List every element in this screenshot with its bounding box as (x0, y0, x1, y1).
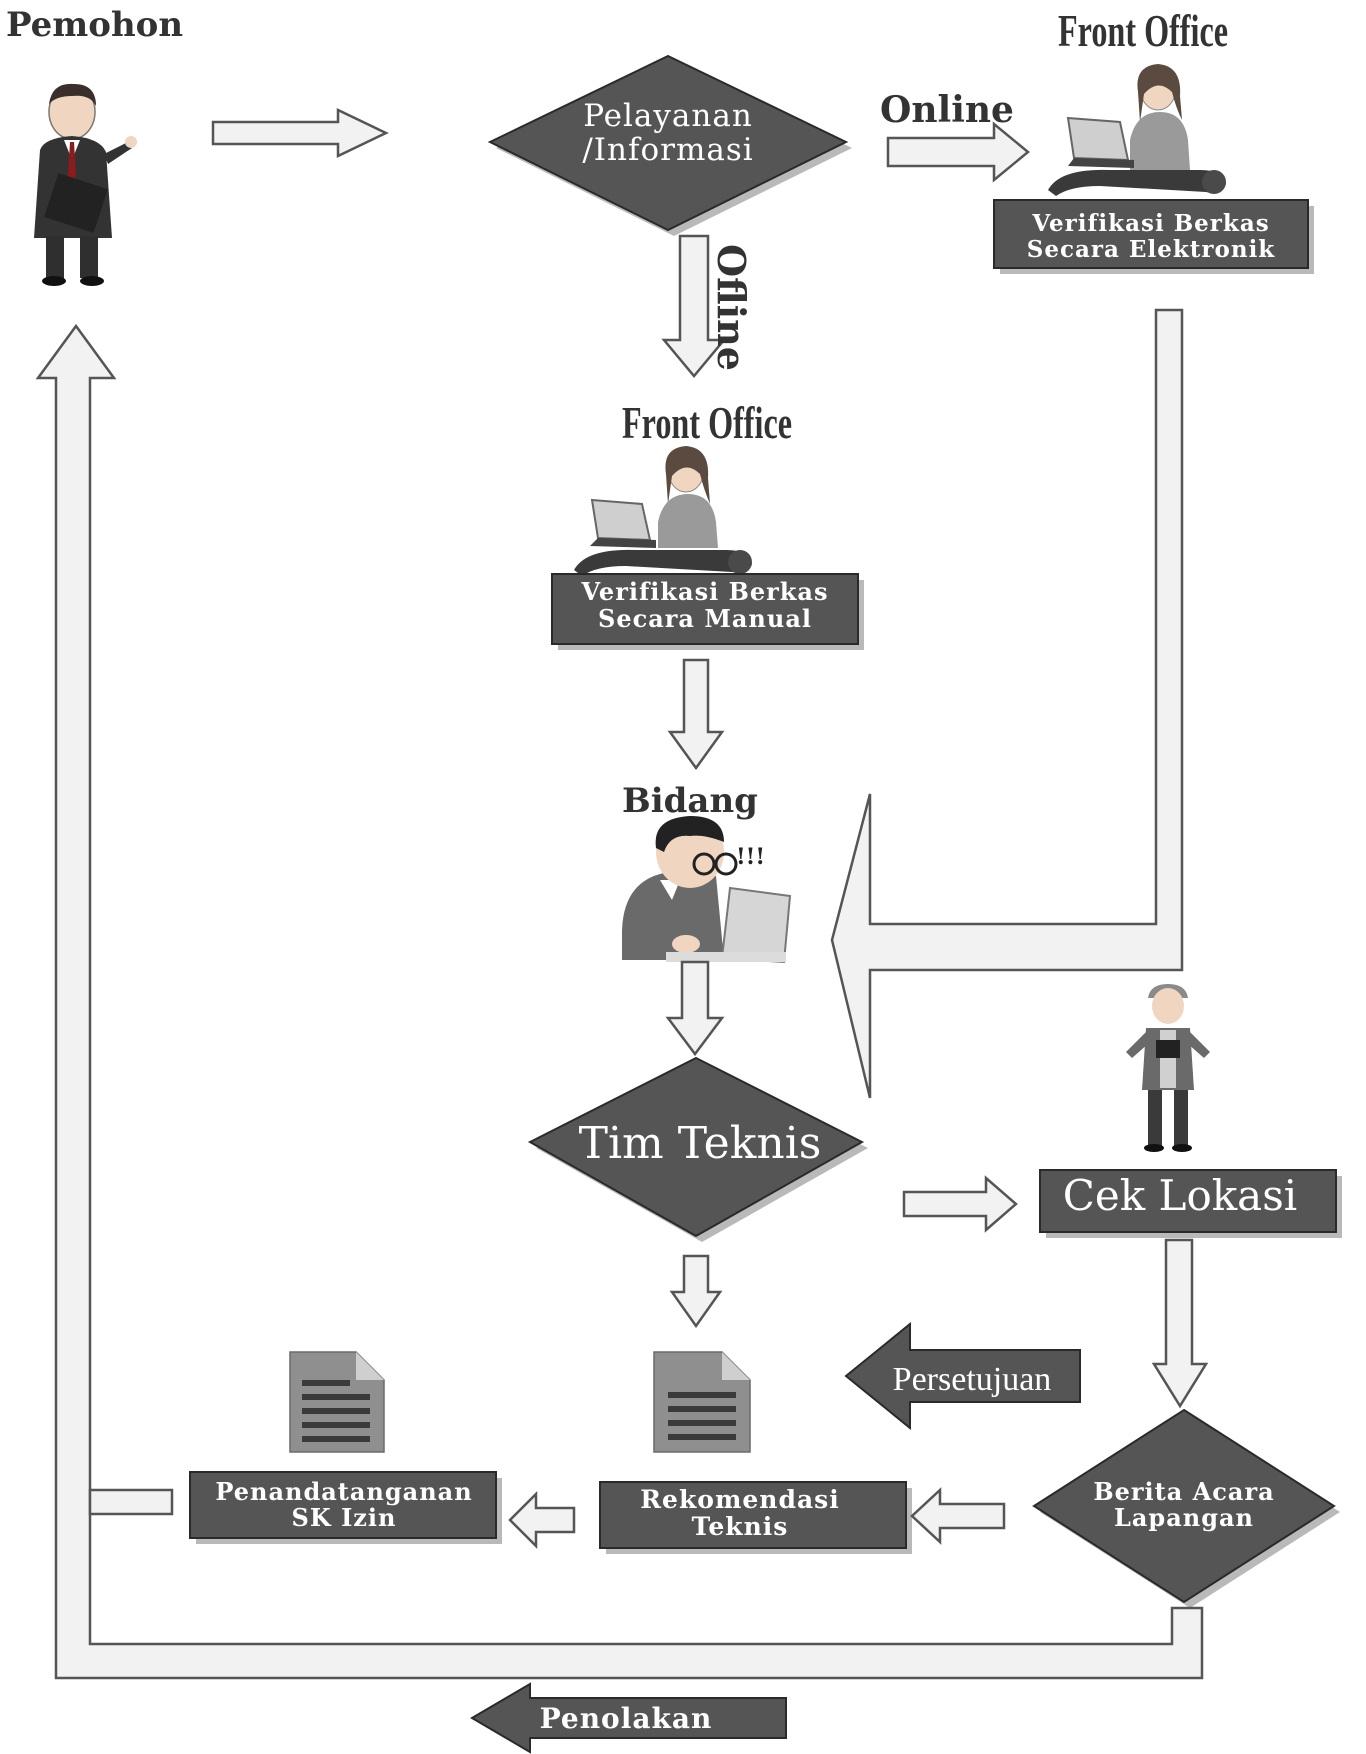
field-report-diamond: Berita Acara Lapangan (1032, 1408, 1340, 1608)
license-signing-box: Penandatanganan SK Izin (189, 1471, 502, 1544)
svg-text:!!!: !!! (736, 844, 765, 870)
arrow-license-to-loop (88, 1488, 174, 1516)
license-signing-label-2: SK Izin (292, 1503, 397, 1532)
department-title: Bidang (622, 781, 758, 821)
technical-recommendation-label-1: Rekomendasi (640, 1485, 839, 1514)
electronic-verification-box: Verifikasi Berkas Secara Elektronik (993, 199, 1314, 274)
arrow-electronic-to-department (830, 308, 1184, 1099)
front-office-offline-person-icon (574, 446, 752, 576)
technical-team-label: Tim Teknis (579, 1118, 822, 1169)
electronic-verification-label-1: Verifikasi Berkas (1031, 210, 1269, 237)
service-info-label-1: Pelayanan (583, 98, 753, 134)
field-inspector-icon (1126, 984, 1210, 1152)
rejection-arrow: Penolakan (470, 1682, 787, 1754)
license-signing-label-1: Penandatanganan (215, 1477, 472, 1506)
front-office-online-title: Front Office (1058, 5, 1228, 56)
arrow-to-department (667, 658, 725, 771)
arrow-to-service (211, 108, 389, 158)
manual-verification-box: Verifikasi Berkas Secara Manual (551, 573, 864, 650)
arrow-to-license-signing (508, 1490, 576, 1550)
arrow-online (886, 121, 1030, 183)
arrow-to-field-report (1151, 1238, 1209, 1409)
arrow-to-recommendation (910, 1487, 1006, 1545)
service-info-label-2: /Informasi (582, 132, 753, 168)
approval-label: Persetujuan (893, 1361, 1052, 1398)
field-report-label-2: Lapangan (1114, 1503, 1254, 1532)
arrow-to-recommendation-doc (669, 1254, 723, 1329)
technical-recommendation-box: Rekomendasi Teknis (599, 1481, 912, 1554)
applicant-person-icon (34, 83, 137, 286)
technical-recommendation-label-2: Teknis (692, 1512, 789, 1541)
online-label: Online (880, 89, 1014, 131)
arrow-to-location-check (902, 1175, 1018, 1233)
license-document-icon (289, 1351, 385, 1453)
recommendation-document-icon (653, 1351, 751, 1453)
electronic-verification-label-2: Secara Elektronik (1027, 236, 1276, 263)
offline-label: Ofline (709, 244, 754, 371)
location-check-box: Cek Lokasi (1039, 1169, 1342, 1238)
front-office-offline-title: Front Office (622, 397, 792, 448)
arrow-return-to-applicant (35, 323, 1204, 1680)
technical-team-diamond: Tim Teknis (527, 1056, 868, 1242)
front-office-online-person-icon (1048, 64, 1226, 196)
manual-verification-label-2: Secara Manual (598, 604, 812, 633)
manual-verification-label-1: Verifikasi Berkas (581, 577, 829, 606)
applicant-title: Pemohon (6, 5, 183, 45)
department-person-icon: !!! (622, 816, 792, 964)
arrow-to-technical-team (665, 960, 725, 1057)
service-info-diamond: Pelayanan /Informasi (487, 54, 852, 236)
approval-arrow: Persetujuan (844, 1321, 1081, 1431)
rejection-label: Penolakan (540, 1702, 713, 1735)
field-report-label-1: Berita Acara (1093, 1477, 1274, 1506)
arrow-offline (661, 234, 727, 378)
location-check-label: Cek Lokasi (1063, 1171, 1297, 1220)
